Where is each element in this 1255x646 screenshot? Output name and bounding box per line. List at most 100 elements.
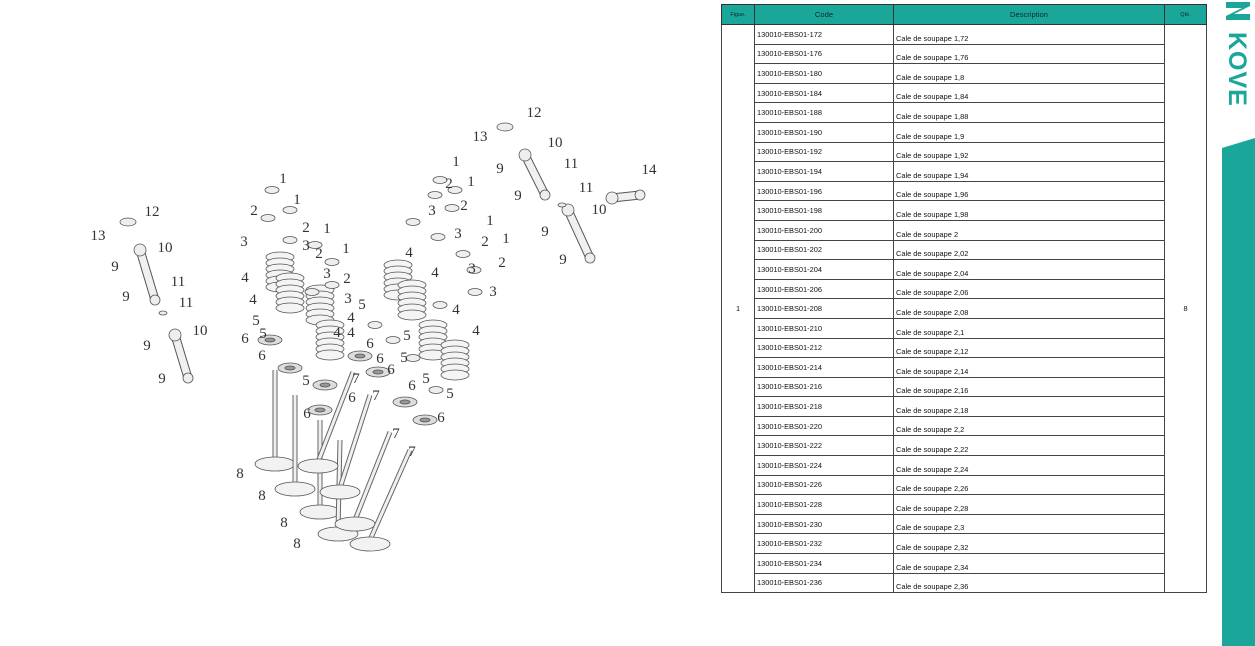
description-cell: Cale de soupape 2,04 [893,259,1165,280]
callout-number: 6 [241,331,249,347]
callout-number: 13 [91,228,106,244]
description-cell: Cale de soupape 1,92 [893,141,1165,163]
rocker-arm [605,189,646,205]
rocker-arm [518,148,551,201]
code-cell: 130010-EBS01-218 [754,396,894,417]
callout-number: 2 [302,220,310,236]
valve [334,431,393,532]
callout-number: 4 [452,302,460,318]
callout-number: 4 [431,265,439,281]
rocker-end [149,294,161,306]
valve-cap [264,186,280,194]
callout-number: 6 [348,390,356,406]
valve-cap [367,321,383,329]
callout-number: 10 [548,135,563,151]
callout-number: 10 [158,240,173,256]
callout-number: 6 [303,406,311,422]
callout-number: 1 [279,171,287,187]
code-cell: 130010-EBS01-214 [754,357,894,378]
spring-coil [275,302,305,314]
description-cell: Cale de soupape 2,12 [893,337,1165,359]
valve-cap [282,236,298,244]
spring-retainer-hole [419,417,431,423]
valve-cap [260,214,276,222]
callout-number: 1 [342,241,350,257]
description-cell: Cale de soupape 1,76 [893,43,1165,65]
spring-retainer-hole [264,337,276,343]
callout-number: 6 [408,378,416,394]
description-cell: Cale de soupape 2,3 [893,513,1165,535]
code-cell: 130010-EBS01-172 [754,24,894,45]
valve-cap [466,266,482,274]
valve-cap [405,354,421,362]
rocker-end [518,148,532,162]
callout-number: 2 [250,203,258,219]
description-cell: Cale de soupape 1,9 [893,121,1165,143]
callout-number: 4 [333,325,341,341]
code-cell: 130010-EBS01-216 [754,376,894,398]
header-qty: Qté. [1164,4,1207,25]
callout-number: 5 [252,313,260,329]
code-cell: 130010-EBS01-210 [754,317,894,339]
description-cell: Cale de soupape 2,36 [893,572,1165,594]
code-cell: 130010-EBS01-198 [754,200,894,221]
valve-spring [440,339,470,381]
description-cell: Cale de soupape 1,88 [893,102,1165,123]
spring-coil [440,369,470,381]
code-cell: 130010-EBS01-192 [754,141,894,163]
description-cell: Cale de soupape 1,96 [893,180,1165,202]
valve-cap [557,202,567,208]
valve-cap [119,217,137,227]
description-cell: Cale de soupape 2,06 [893,278,1165,300]
callout-number: 4 [405,245,413,261]
callout-number: 4 [472,323,480,339]
spring-retainer-hole [314,407,326,413]
valve-head [254,456,296,472]
valve-cap [432,176,448,184]
valve [319,394,373,500]
brand-logo-text: KOVE [1223,32,1251,107]
valve-cap [447,186,463,194]
header-code: Code [754,4,894,25]
valve-spring [315,319,345,361]
callout-number: 12 [527,105,542,121]
valve-head [334,516,376,532]
valve-head [297,458,339,474]
callout-number: 9 [514,188,522,204]
callout-number: 5 [422,371,430,387]
callout-number: 3 [344,291,352,307]
code-cell: 130010-EBS01-180 [754,63,894,84]
callout-number: 9 [111,259,119,275]
valve [297,371,356,474]
callout-number: 1 [323,221,331,237]
rocker-arm [168,328,194,384]
spring-coil [397,309,427,321]
diagram-parts [119,122,646,552]
callout-number: 5 [400,350,408,366]
callout-number: 9 [122,289,130,305]
quantity-cell: 8 [1164,23,1207,594]
callout-number: 9 [559,252,567,268]
code-cell: 130010-EBS01-224 [754,455,894,476]
callout-number: 1 [293,192,301,208]
valve-stem-highlight [353,431,392,521]
callout-number: 4 [241,270,249,286]
code-cell: 130010-EBS01-190 [754,121,894,143]
callout-number: 7 [372,388,380,404]
callout-number: 1 [452,154,460,170]
callout-number: 3 [468,261,476,277]
callout-number: 8 [280,515,288,531]
callout-number: 11 [579,180,593,196]
